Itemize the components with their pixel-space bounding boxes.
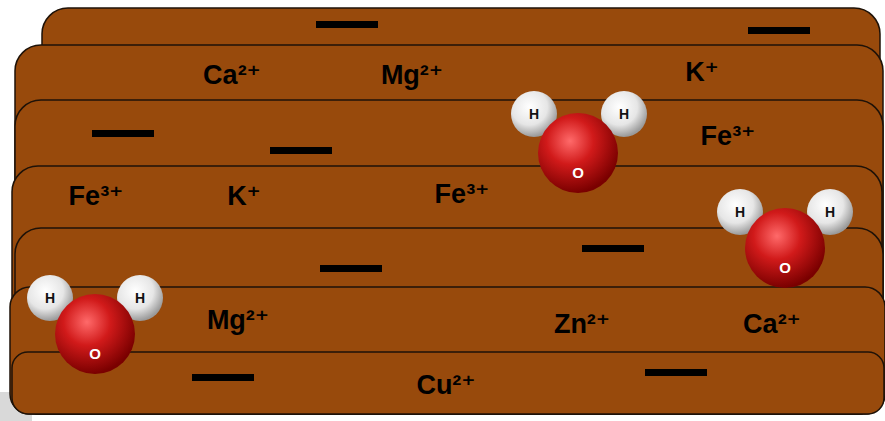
oxygen-atom [745, 208, 825, 288]
negative-charge [192, 374, 254, 381]
oxygen-atom [538, 113, 618, 193]
atom-label: H [529, 107, 539, 121]
atom-label: O [572, 165, 584, 180]
ion-label: Fe³⁺ [69, 183, 124, 210]
atom-label: H [825, 205, 835, 219]
negative-charges [92, 21, 810, 381]
ion-label: K⁺ [227, 183, 261, 210]
negative-charge [645, 369, 707, 376]
negative-charge [582, 245, 644, 252]
ion-label: Mg²⁺ [207, 307, 269, 334]
negative-charge [748, 27, 810, 34]
clay-layer [12, 352, 884, 414]
negative-charge [316, 21, 378, 28]
oxygen-atom [55, 294, 135, 374]
ion-label: K⁺ [685, 59, 719, 86]
clay-layers [10, 8, 885, 414]
atom-label: H [135, 291, 145, 305]
ion-label: Cu²⁺ [416, 372, 475, 399]
atom-label: H [45, 291, 55, 305]
ion-label: Ca²⁺ [203, 62, 261, 89]
ion-label: Mg²⁺ [381, 62, 443, 89]
ion-label: Fe³⁺ [435, 181, 490, 208]
water-molecule [511, 91, 647, 193]
atom-label: O [89, 346, 101, 361]
negative-charge [320, 265, 382, 272]
ion-label: Fe³⁺ [701, 123, 756, 150]
atom-label: H [735, 205, 745, 219]
ion-label: Zn²⁺ [554, 311, 610, 338]
atom-label: H [619, 107, 629, 121]
negative-charge [270, 147, 332, 154]
water-molecule [27, 275, 163, 374]
negative-charge [92, 130, 154, 137]
ion-label: Ca²⁺ [743, 311, 801, 338]
water-molecule [717, 189, 853, 288]
atom-label: O [779, 260, 791, 275]
